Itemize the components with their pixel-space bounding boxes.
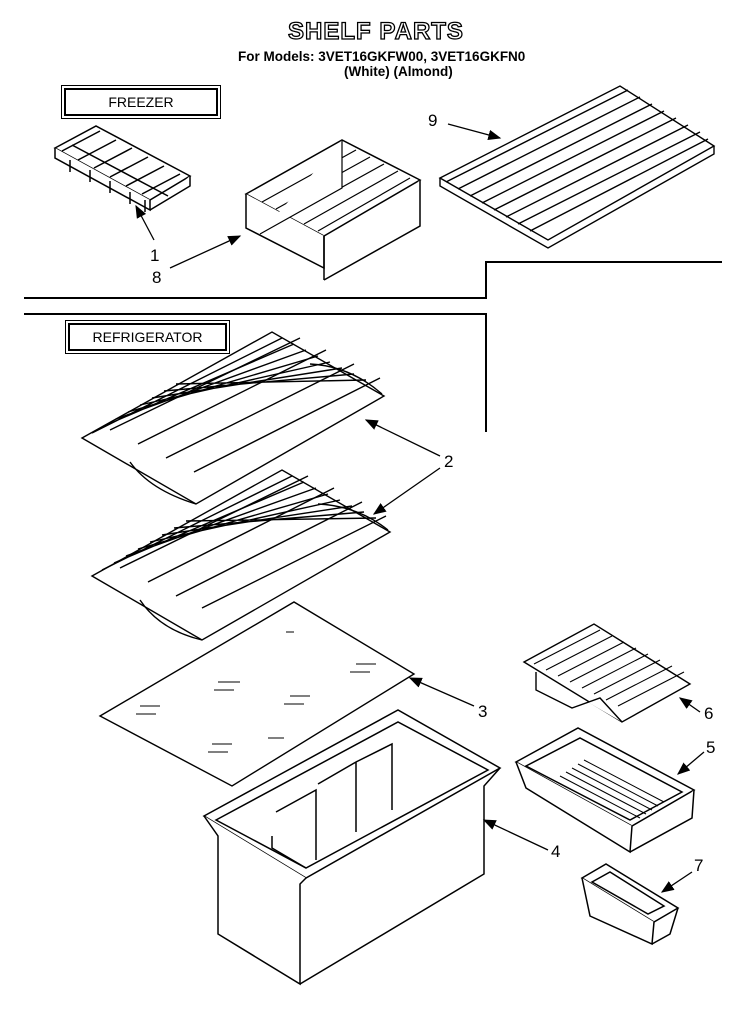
crisper-drawer	[202, 709, 502, 986]
callout-4: 4	[551, 842, 561, 861]
colors-line: (White) (Almond)	[344, 64, 453, 79]
callout-3: 3	[478, 702, 488, 721]
refrigerator-section-label: REFRIGERATOR	[65, 320, 230, 354]
freezer-wire-shelf	[438, 85, 716, 249]
drawer-cover-shelf	[522, 623, 692, 723]
callout-5: 5	[706, 738, 716, 757]
small-bin	[580, 863, 680, 946]
callout-7: 7	[694, 856, 704, 875]
glass-shelf	[98, 601, 416, 787]
ice-tray	[53, 125, 192, 212]
refrigerator-shelf-lower	[90, 469, 392, 641]
page-title: SHELF PARTS	[287, 17, 464, 45]
models-line: For Models: 3VET16GKFW00, 3VET16GKFN0	[238, 49, 526, 64]
callout-8: 8	[152, 268, 162, 287]
callout-9: 9	[428, 111, 438, 130]
callout-1: 1	[150, 246, 160, 265]
callout-6: 6	[704, 704, 714, 723]
refrigerator-shelf-upper	[80, 331, 386, 505]
small-drawer	[514, 727, 696, 854]
freezer-section-label: FREEZER	[61, 85, 221, 119]
callout-2: 2	[444, 452, 454, 471]
section-dividers	[24, 261, 722, 432]
freezer-divider-shelf	[244, 139, 422, 281]
leader-lines	[135, 123, 705, 893]
